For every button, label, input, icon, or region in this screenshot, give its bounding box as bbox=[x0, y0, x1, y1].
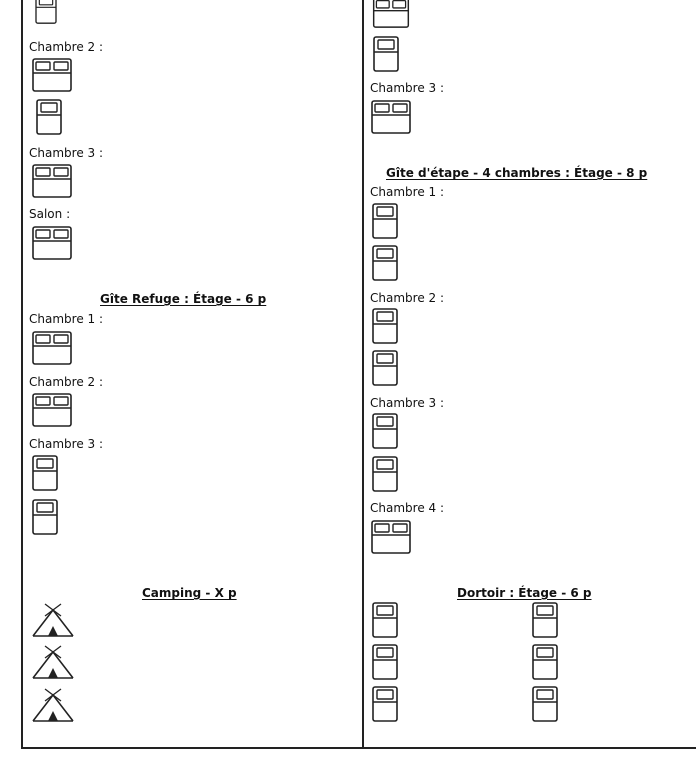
single-bed-icon bbox=[372, 245, 398, 281]
room-label-chambre-3: Chambre 3 : bbox=[29, 146, 104, 160]
single-bed-icon bbox=[36, 99, 62, 135]
tent-icon bbox=[31, 687, 75, 723]
double-bed-icon bbox=[371, 520, 411, 554]
room-label-chambre-2: Chambre 2 : bbox=[370, 291, 445, 305]
room-label-chambre-3: Chambre 3 : bbox=[370, 81, 445, 95]
single-bed-icon bbox=[532, 686, 558, 722]
single-bed-icon bbox=[532, 644, 558, 680]
room-label-chambre-3: Chambre 3 : bbox=[29, 437, 104, 451]
single-bed-icon bbox=[373, 36, 399, 72]
single-bed-icon bbox=[372, 644, 398, 680]
room-label-salon: Salon : bbox=[29, 207, 71, 221]
tent-icon bbox=[31, 602, 75, 638]
single-bed-icon bbox=[372, 686, 398, 722]
double-bed-icon bbox=[32, 164, 72, 198]
room-label-chambre-4: Chambre 4 : bbox=[370, 501, 445, 515]
bottom-border-line bbox=[21, 747, 696, 749]
tent-icon bbox=[31, 644, 75, 680]
double-bed-icon bbox=[32, 226, 72, 260]
single-bed-icon bbox=[532, 602, 558, 638]
room-label-chambre-2: Chambre 2 : bbox=[29, 375, 104, 389]
section-title-dortoir: Dortoir : Étage - 6 p bbox=[457, 586, 592, 600]
single-bed-icon bbox=[32, 499, 58, 535]
double-bed-icon bbox=[371, 0, 411, 31]
single-bed-icon bbox=[372, 413, 398, 449]
double-bed-icon bbox=[32, 58, 72, 92]
single-bed-icon bbox=[372, 203, 398, 239]
single-bed-icon bbox=[372, 602, 398, 638]
single-bed-icon bbox=[372, 350, 398, 386]
room-label-chambre-3: Chambre 3 : bbox=[370, 396, 445, 410]
double-bed-icon bbox=[32, 393, 72, 427]
room-label-chambre-1: Chambre 1 : bbox=[370, 185, 445, 199]
column-divider-line bbox=[362, 0, 364, 748]
double-bed-icon bbox=[371, 100, 411, 134]
single-bed-icon bbox=[33, 0, 59, 30]
room-label-chambre-2: Chambre 2 : bbox=[29, 40, 104, 54]
section-title-gite-etape: Gîte d'étape - 4 chambres : Étage - 8 p bbox=[386, 166, 648, 180]
single-bed-icon bbox=[32, 455, 58, 491]
room-label-chambre-1: Chambre 1 : bbox=[29, 312, 104, 326]
single-bed-icon bbox=[372, 308, 398, 344]
section-title-gite-refuge: Gîte Refuge : Étage - 6 p bbox=[100, 292, 267, 306]
left-border-line bbox=[21, 0, 23, 748]
double-bed-icon bbox=[32, 331, 72, 365]
section-title-camping: Camping - X p bbox=[142, 586, 237, 600]
single-bed-icon bbox=[372, 456, 398, 492]
